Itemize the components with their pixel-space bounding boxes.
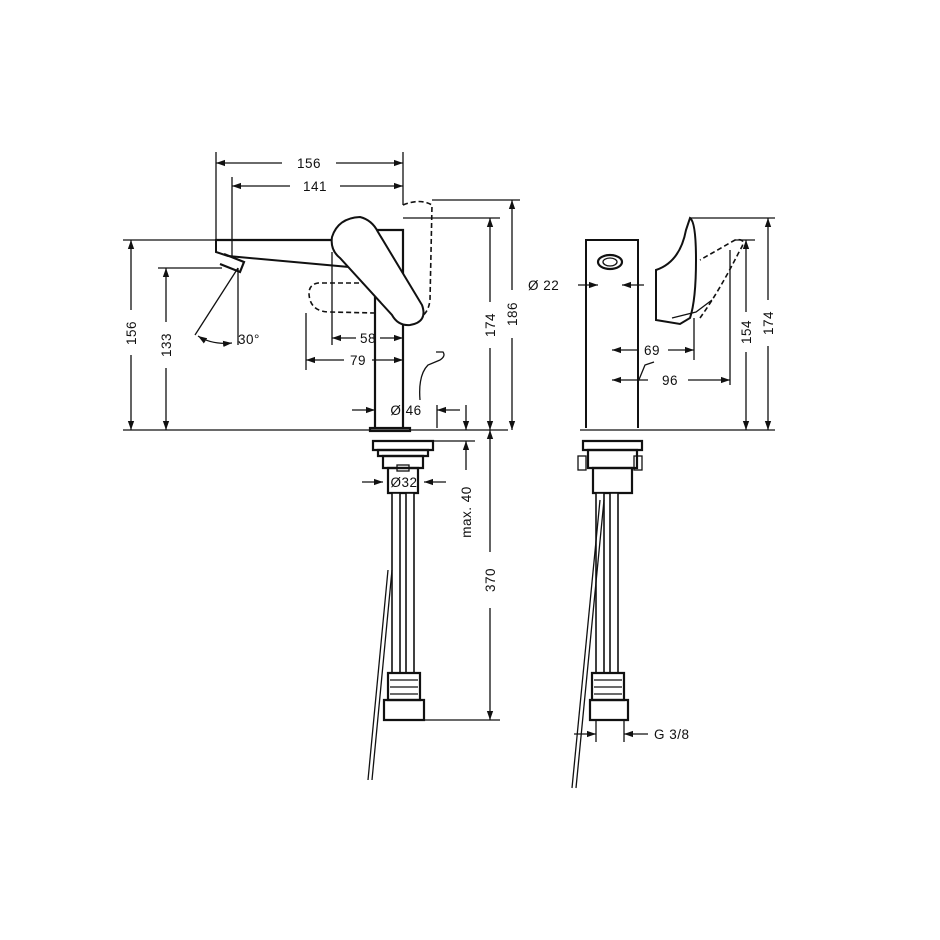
dim-height-174: 174 xyxy=(483,313,498,337)
dim-base-diameter: Ø 46 xyxy=(390,403,421,418)
dim-width-141: 141 xyxy=(303,179,327,194)
popup-rod xyxy=(419,351,445,401)
dim-width-156: 156 xyxy=(297,156,321,171)
dim-lever-69: 69 xyxy=(644,343,660,358)
dim-angle: 30° xyxy=(238,332,260,347)
dim-lever-79: 79 xyxy=(350,353,366,368)
side-lever xyxy=(655,216,698,326)
dim-height-156: 156 xyxy=(124,321,139,345)
dim-outlet-diameter: Ø 22 xyxy=(528,278,559,293)
dim-lever-58: 58 xyxy=(360,331,376,346)
side-view xyxy=(571,216,775,789)
dim-max-thickness: max. 40 xyxy=(459,486,474,538)
side-lever-raised-outline xyxy=(699,238,744,319)
dim-height-174-side: 174 xyxy=(761,311,776,335)
front-view xyxy=(123,152,520,781)
side-dimensions: Ø 22 69 96 154 174 G 3/8 xyxy=(528,218,776,742)
dim-hose-length: 370 xyxy=(483,568,498,592)
dim-height-186: 186 xyxy=(505,302,520,326)
hose-left xyxy=(391,492,401,674)
dim-height-133: 133 xyxy=(159,333,174,357)
side-hose-left xyxy=(595,492,605,674)
dim-height-154: 154 xyxy=(739,320,754,344)
dim-lever-96: 96 xyxy=(662,373,678,388)
dim-thread: G 3/8 xyxy=(654,727,690,742)
lever xyxy=(330,215,425,327)
side-hose-right xyxy=(609,492,619,674)
hose-right xyxy=(405,492,415,674)
dim-waste-diameter: Ø32 xyxy=(390,475,417,490)
lever-lowered-outline xyxy=(308,282,376,314)
front-dimensions: 156 141 156 133 30° 58 79 174 186 Ø 46 Ø… xyxy=(124,156,520,721)
